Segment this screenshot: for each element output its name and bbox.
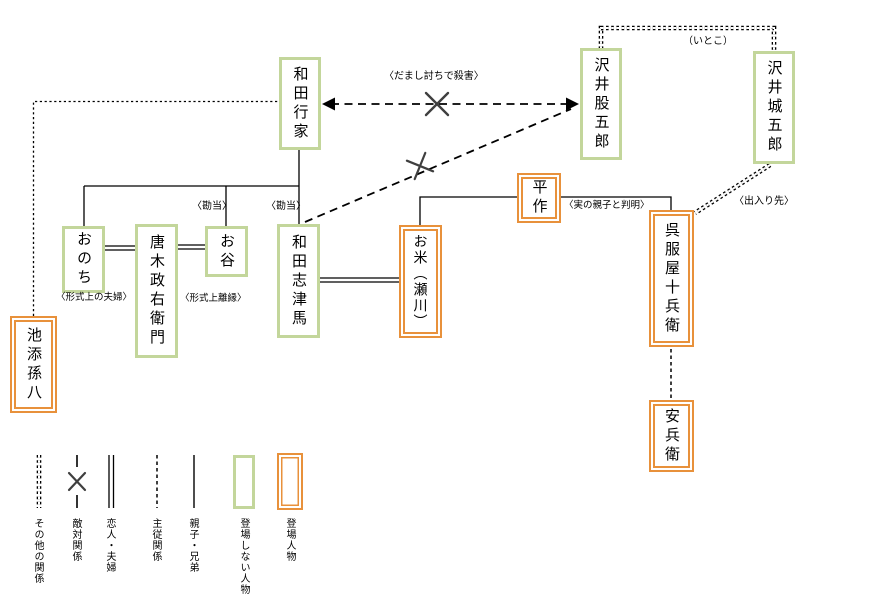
edge-itoko-matagoro-jogoro (598, 25, 777, 51)
label-relation-kando-shizuma: 〈勘当〉 (266, 201, 306, 212)
label-relation-jitsu-oyako: 〈実の親子と判明〉 (564, 200, 650, 211)
edge-family-yukiie-children (83, 150, 300, 226)
edge-deirisaki-jogoro-jubei (693, 163, 772, 215)
node-karaki-masaemon: 唐木政右衛門 (135, 224, 178, 358)
node-gofukuya-jubei: 呉服屋十兵衛 (649, 210, 694, 347)
arrowhead-right (566, 97, 579, 111)
legend-label-oyako-kyodai: 親子・兄弟 (187, 518, 198, 573)
node-onochi: おのち (62, 226, 105, 293)
node-otani: お谷 (205, 226, 248, 277)
node-label: 安兵衛 (663, 407, 680, 465)
legend-label-tekitai: 敵対関係 (70, 518, 81, 562)
label-relation-keishiki-rien: 〈形式上離縁〉 (180, 293, 247, 304)
label-relation-kando-otani: 〈勘当〉 (192, 201, 232, 212)
node-label: 沢井城五郎 (765, 60, 783, 155)
node-ikezoe-magohachi: 池添孫八 (10, 316, 57, 413)
legend-sample-couple (108, 455, 115, 508)
node-wada-yukiie: 和田行家 (279, 57, 321, 150)
node-label: 池添孫八 (25, 326, 42, 403)
legend-sample-hostile (67, 455, 87, 508)
edge-family-heisaku (419, 196, 672, 225)
node-sawai-matagoro: 沢井股五郎 (580, 48, 622, 160)
node-label: お米（瀬川） (412, 233, 429, 330)
node-label: 沢井股五郎 (592, 56, 610, 152)
label-relation-itoko: （いとこ） (683, 36, 733, 47)
legend-sample-appearing-box (277, 453, 303, 510)
node-label: お谷 (218, 232, 235, 271)
legend-sample-non-appearing-box (233, 455, 255, 509)
label-relation-deirisaki: 〈出入り先〉 (734, 196, 794, 207)
x-mark-damashi (424, 91, 450, 117)
label-relation-keishiki-fufu: 〈形式上の夫婦〉 (56, 292, 133, 303)
node-yasubei: 安兵衛 (649, 400, 694, 472)
node-label: 呉服屋十兵衛 (663, 221, 680, 336)
edge-couple-karaki-otani (178, 244, 205, 250)
node-label: 平作 (530, 179, 548, 217)
node-label: 和田行家 (291, 65, 309, 142)
node-heisaku: 平作 (517, 173, 561, 223)
edge-hostile-yukiie-matagoro (322, 91, 579, 117)
node-label: 唐木政右衛門 (148, 234, 165, 348)
x-mark-diagonal (405, 151, 435, 181)
legend-label-tojo-shinai-jinbutsu: 登場しない人物 (238, 518, 249, 595)
label-relation-damashi-uchi: 〈だまし討ちで殺害〉 (384, 71, 484, 82)
edge-couple-onochi-karaki (105, 245, 135, 251)
legend-label-sonota: その他の関係 (32, 518, 43, 584)
node-oyone-segawa: お米（瀬川） (399, 225, 442, 338)
legend-label-koibito-fufu: 恋人・夫婦 (104, 518, 115, 573)
edge-hostile-shizuma-matagoro (304, 108, 572, 223)
arrowhead-left (322, 97, 335, 111)
edge-couple-shizuma-oyone (320, 277, 399, 283)
legend-label-shuju: 主従関係 (150, 518, 161, 562)
node-label: おのち (75, 231, 92, 288)
legend-label-tojo-jinbutsu: 登場人物 (284, 518, 295, 562)
node-label: 和田志津馬 (290, 233, 307, 329)
node-sawai-jogoro: 沢井城五郎 (753, 51, 795, 164)
node-wada-shizuma: 和田志津馬 (277, 224, 320, 338)
